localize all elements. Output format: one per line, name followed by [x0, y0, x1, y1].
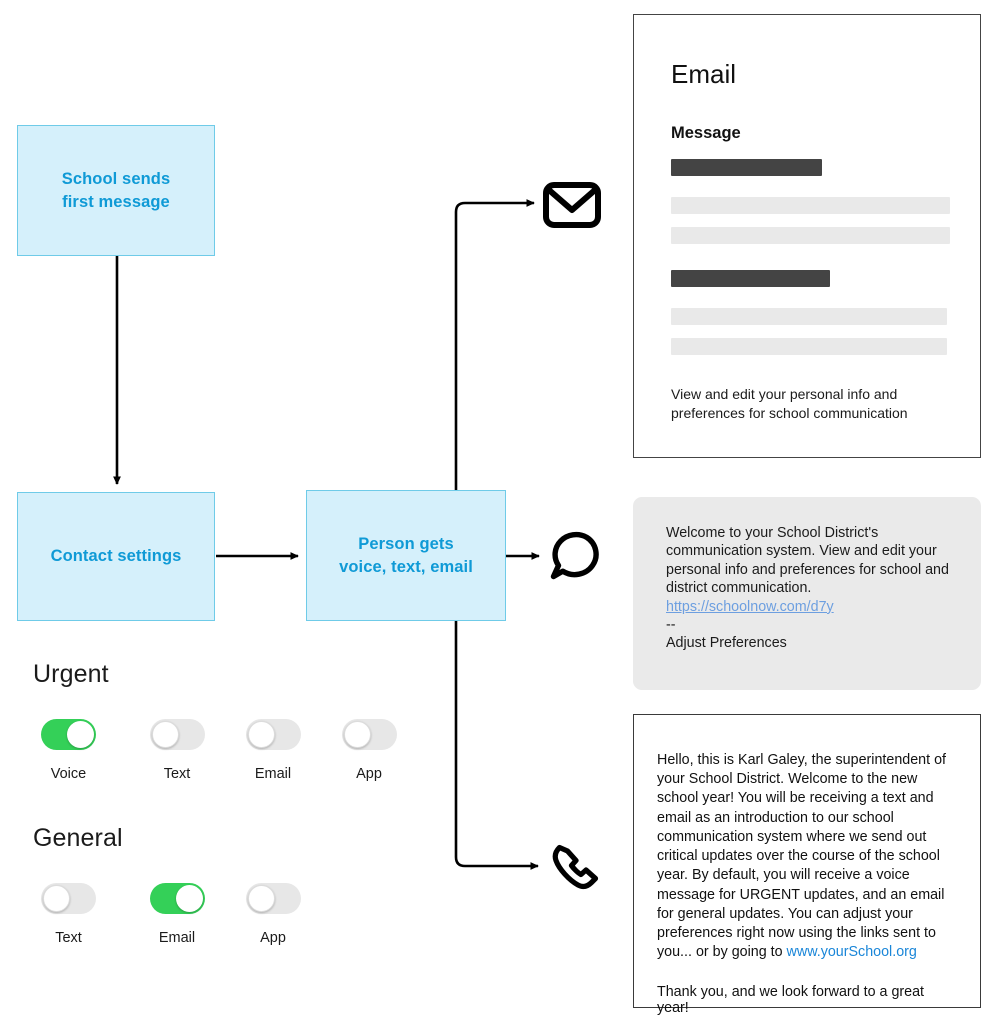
toggle-label: Email: [254, 766, 292, 782]
preferences-section-urgent: Urgent Voice Text Email App: [33, 660, 417, 782]
voice-panel-content: Hello, this is Karl Galey, the superinte…: [634, 715, 980, 1016]
toggle-general-text[interactable]: [41, 883, 96, 914]
toggle-knob: [175, 885, 203, 912]
toggle-knob: [151, 721, 179, 748]
toggle-urgent-voice[interactable]: [41, 719, 96, 750]
toggle-row-urgent: Voice Text Email App: [33, 719, 417, 782]
toggle-cell-general-text: Text: [33, 883, 129, 946]
email-panel-subtitle: Message: [671, 124, 741, 142]
toggle-cell-general-email: Email: [129, 883, 225, 946]
email-preview-panel: Email Message View and edit your persona…: [633, 14, 981, 458]
toggle-knob: [247, 885, 275, 912]
toggle-label: App: [356, 766, 382, 782]
voice-script-panel: Hello, this is Karl Galey, the superinte…: [633, 714, 981, 1016]
email-panel-caption: View and edit your personal info and pre…: [671, 386, 908, 421]
toggle-label: Text: [55, 930, 82, 946]
preferences-section-general: General Text Email App: [33, 824, 321, 946]
skeleton-bar-line: [671, 308, 948, 325]
toggle-cell-urgent-app: App: [321, 719, 417, 782]
toggle-knob: [67, 721, 94, 748]
flow-box-label: Person gets voice, text, email: [339, 535, 473, 576]
flow-box-label: Contact settings: [50, 547, 182, 566]
skeleton-bar-line: [671, 227, 950, 244]
flow-box-person-gets-voice-text-email[interactable]: Person gets voice, text, email: [306, 490, 506, 621]
flow-box-contact-settings[interactable]: Contact settings: [17, 492, 215, 621]
toggle-knob: [247, 721, 275, 748]
toggle-urgent-email[interactable]: [245, 719, 301, 750]
toggle-cell-general-app: App: [225, 883, 321, 946]
toggle-row-general: Text Email App: [33, 883, 321, 946]
sms-footer-text: Adjust Preferences: [666, 635, 787, 652]
toggle-label: App: [260, 930, 286, 946]
voice-body-before-link: Hello, this is Karl Galey, the superinte…: [657, 752, 947, 961]
toggle-knob: [43, 885, 70, 912]
flow-box-school-sends-first-message[interactable]: School sends first message: [17, 125, 215, 256]
skeleton-bar-heading: [671, 270, 831, 287]
toggle-cell-urgent-voice: Voice: [33, 719, 129, 782]
skeleton-bar-heading: [671, 159, 822, 176]
email-skeleton-group: [671, 159, 950, 355]
toggle-general-app[interactable]: [245, 883, 301, 914]
sms-body-text: Welcome to your School District's commun…: [666, 525, 949, 597]
toggle-label: Email: [158, 930, 196, 946]
voice-school-website-link[interactable]: www.yourSchool.org: [786, 944, 917, 961]
sms-panel-content: Welcome to your School District's commun…: [633, 497, 981, 653]
wire-person-to-email: [454, 199, 535, 490]
sms-preferences-link[interactable]: https://schoolnow.com/d7y: [666, 598, 834, 615]
wire-person-to-voice: [454, 621, 539, 870]
voice-closing-text: Thank you, and we look forward to a grea…: [657, 984, 925, 1017]
speech-bubble-icon: [546, 531, 602, 583]
toggle-general-email[interactable]: [149, 883, 205, 914]
section-title-urgent: Urgent: [33, 660, 109, 688]
skeleton-bar-line: [671, 197, 950, 214]
phone-handset-icon: [547, 841, 607, 895]
flow-box-label: School sends first message: [61, 170, 171, 211]
toggle-label: Text: [163, 766, 191, 782]
toggle-knob: [343, 721, 371, 748]
toggle-cell-urgent-text: Text: [129, 719, 225, 782]
voice-body-text: Hello, this is Karl Galey, the superinte…: [657, 751, 954, 962]
email-panel-content: Email Message View and edit your persona…: [634, 15, 980, 423]
sms-separator: --: [666, 616, 676, 633]
toggle-urgent-text[interactable]: [149, 719, 205, 750]
skeleton-bar-line: [671, 338, 948, 355]
toggle-urgent-app[interactable]: [341, 719, 397, 750]
sms-preview-panel: Welcome to your School District's commun…: [633, 497, 981, 690]
email-panel-title: Email: [671, 59, 737, 89]
toggle-label: Voice: [50, 766, 87, 782]
section-title-general: General: [33, 824, 123, 852]
toggle-cell-urgent-email: Email: [225, 719, 321, 782]
envelope-icon: [543, 181, 601, 229]
